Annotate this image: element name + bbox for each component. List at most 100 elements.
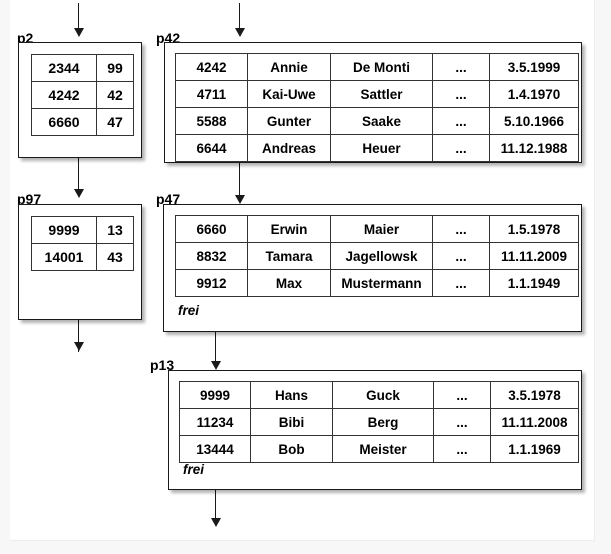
cell-last-name: Saake xyxy=(330,107,433,135)
cell-date: 11.12.1988 xyxy=(489,134,579,162)
table-row[interactable]: 14001 43 xyxy=(31,243,134,271)
index-table-p97: 9999 13 14001 43 xyxy=(31,216,134,271)
arrow-into-p2-line xyxy=(78,3,79,30)
table-row[interactable]: 4242 42 xyxy=(31,81,134,109)
cell-ellipsis: ... xyxy=(433,408,491,436)
data-table-p13: 9999 Hans Guck ... 3.5.1978 11234 Bibi B… xyxy=(179,381,579,463)
cell-ellipsis: ... xyxy=(432,242,490,270)
cell-id: 6644 xyxy=(175,134,248,162)
cell-first-name: Hans xyxy=(250,381,333,409)
arrow-p42-to-p47-head xyxy=(234,195,245,204)
arrow-p97-down-head xyxy=(73,342,84,351)
cell-id: 5588 xyxy=(175,107,248,135)
table-row[interactable]: 9912 Max Mustermann ... 1.1.1949 xyxy=(175,269,579,297)
cell-last-name: Sattler xyxy=(330,80,433,108)
node-p97[interactable]: 9999 13 14001 43 xyxy=(18,204,142,320)
cell-id: 4711 xyxy=(175,80,248,108)
arrow-p47-to-p13-line xyxy=(215,332,216,365)
arrow-into-p2-head xyxy=(73,28,84,37)
cell-key: 6660 xyxy=(31,108,97,136)
cell-id: 6660 xyxy=(175,215,248,243)
cell-ellipsis: ... xyxy=(432,107,490,135)
table-row[interactable]: 4711 Kai-Uwe Sattler ... 1.4.1970 xyxy=(175,80,579,108)
data-table-p42: 4242 Annie De Monti ... 3.5.1999 4711 Ka… xyxy=(175,53,579,162)
cell-key: 14001 xyxy=(31,243,97,271)
node-p42[interactable]: 4242 Annie De Monti ... 3.5.1999 4711 Ka… xyxy=(164,42,582,163)
cell-id: 13444 xyxy=(179,435,251,463)
node-p2[interactable]: 2344 99 4242 42 6660 47 xyxy=(18,42,142,158)
index-table-p2: 2344 99 4242 42 6660 47 xyxy=(31,54,134,136)
cell-ellipsis: ... xyxy=(432,134,490,162)
cell-last-name: Maier xyxy=(330,215,433,243)
cell-date: 3.5.1978 xyxy=(490,381,579,409)
table-row[interactable]: 6660 47 xyxy=(31,108,134,136)
cell-date: 1.5.1978 xyxy=(489,215,579,243)
cell-key: 9999 xyxy=(31,216,97,244)
cell-id: 9999 xyxy=(179,381,251,409)
cell-date: 1.1.1949 xyxy=(489,269,579,297)
cell-pointer: 99 xyxy=(96,54,134,82)
cell-date: 3.5.1999 xyxy=(489,53,579,81)
cell-key: 2344 xyxy=(31,54,97,82)
node-label-p97: p97 xyxy=(17,191,42,207)
arrow-p2-to-p97-line xyxy=(78,157,79,191)
table-row[interactable]: 11234 Bibi Berg ... 11.11.2008 xyxy=(179,408,579,436)
node-label-p13: p13 xyxy=(150,357,175,373)
table-row[interactable]: 8832 Tamara Jagellowsk ... 11.11.2009 xyxy=(175,242,579,270)
cell-last-name: Mustermann xyxy=(330,269,433,297)
cell-last-name: Heuer xyxy=(330,134,433,162)
data-table-p47: 6660 Erwin Maier ... 1.5.1978 8832 Tamar… xyxy=(175,215,579,297)
table-row[interactable]: 13444 Bob Meister ... 1.1.1969 xyxy=(179,435,579,463)
table-row[interactable]: 4242 Annie De Monti ... 3.5.1999 xyxy=(175,53,579,81)
cell-last-name: Meister xyxy=(332,435,434,463)
table-row[interactable]: 2344 99 xyxy=(31,54,134,82)
cell-date: 1.1.1969 xyxy=(490,435,579,463)
cell-ellipsis: ... xyxy=(432,269,490,297)
cell-id: 4242 xyxy=(175,53,248,81)
table-row[interactable]: 6644 Andreas Heuer ... 11.12.1988 xyxy=(175,134,579,162)
cell-key: 4242 xyxy=(31,81,97,109)
cell-id: 9912 xyxy=(175,269,248,297)
arrow-p2-to-p97-head xyxy=(73,189,84,198)
cell-pointer: 47 xyxy=(96,108,134,136)
arrow-p13-down-line xyxy=(215,490,216,523)
cell-first-name: Bibi xyxy=(250,408,333,436)
node-label-p47: p47 xyxy=(156,191,181,207)
cell-ellipsis: ... xyxy=(433,435,491,463)
node-p47[interactable]: 6660 Erwin Maier ... 1.5.1978 8832 Tamar… xyxy=(163,204,582,332)
cell-ellipsis: ... xyxy=(432,215,490,243)
cell-date: 11.11.2008 xyxy=(490,408,579,436)
cell-pointer: 42 xyxy=(96,81,134,109)
cell-id: 11234 xyxy=(179,408,251,436)
arrow-p42-to-p47-line xyxy=(239,163,240,197)
table-row[interactable]: 6660 Erwin Maier ... 1.5.1978 xyxy=(175,215,579,243)
table-row[interactable]: 9999 13 xyxy=(31,216,134,244)
table-row[interactable]: 5588 Gunter Saake ... 5.10.1966 xyxy=(175,107,579,135)
cell-date: 11.11.2009 xyxy=(489,242,579,270)
arrow-p13-down-head xyxy=(210,518,221,527)
cell-pointer: 13 xyxy=(96,216,134,244)
cell-first-name: Tamara xyxy=(247,242,331,270)
arrow-p47-to-p13-head xyxy=(210,361,221,370)
cell-date: 1.4.1970 xyxy=(489,80,579,108)
cell-id: 8832 xyxy=(175,242,248,270)
node-p13[interactable]: 9999 Hans Guck ... 3.5.1978 11234 Bibi B… xyxy=(168,370,582,490)
cell-last-name: Jagellowsk xyxy=(330,242,433,270)
cell-last-name: De Monti xyxy=(330,53,433,81)
table-row[interactable]: 9999 Hans Guck ... 3.5.1978 xyxy=(179,381,579,409)
cell-last-name: Guck xyxy=(332,381,434,409)
arrow-into-p42-head xyxy=(234,28,245,37)
free-space-label: frei xyxy=(183,462,205,477)
arrow-into-p42-line xyxy=(239,3,240,30)
cell-first-name: Bob xyxy=(250,435,333,463)
free-space-label: frei xyxy=(178,303,200,318)
cell-pointer: 43 xyxy=(96,243,134,271)
cell-date: 5.10.1966 xyxy=(489,107,579,135)
cell-last-name: Berg xyxy=(332,408,434,436)
cell-first-name: Erwin xyxy=(247,215,331,243)
cell-ellipsis: ... xyxy=(433,381,491,409)
cell-first-name: Annie xyxy=(247,53,331,81)
arrow-p97-down-line xyxy=(78,319,79,352)
cell-ellipsis: ... xyxy=(432,80,490,108)
